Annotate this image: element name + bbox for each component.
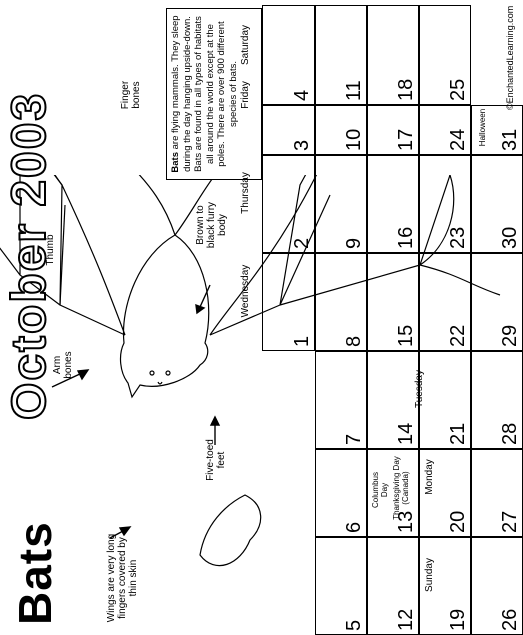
day-cell: 17: [367, 105, 419, 155]
day-cell: 10: [315, 105, 367, 155]
label-arm-bones: Arm bones: [52, 351, 74, 379]
day-cell: 25: [419, 5, 471, 105]
info-text: are flying mammals. They sleep during th…: [170, 15, 239, 172]
day-number: 31: [499, 128, 521, 151]
info-lead: Bats: [170, 152, 181, 173]
label-five-toed-feet: Five-toed feet: [205, 439, 227, 481]
day-number: 18: [395, 78, 417, 101]
page-title: Bats: [9, 521, 61, 625]
day-number: 24: [447, 128, 469, 151]
day-cell: 18: [367, 5, 419, 105]
day-number: 3: [291, 139, 313, 151]
label-finger-bones: Finger bones: [120, 80, 142, 110]
note-halloween: Halloween: [478, 108, 487, 147]
day-number: 11: [343, 80, 365, 101]
info-box: Bats are flying mammals. They sleep duri…: [166, 8, 262, 180]
bat-illustration: [0, 175, 501, 567]
label-wings: Wings are very long fingers covered by t…: [106, 533, 139, 623]
day-cell: 31: [471, 105, 523, 155]
day-cell: 3: [262, 105, 315, 155]
day-cell: 4: [262, 5, 315, 105]
day-number: 17: [395, 128, 417, 151]
label-body: Brown to black furry body: [195, 201, 228, 249]
day-number: 25: [447, 78, 469, 101]
copyright: ©EnchantedLearning.com: [505, 5, 515, 110]
label-thumb: Thumb: [45, 234, 56, 266]
day-number: 4: [291, 89, 313, 101]
day-cell: 11: [315, 5, 367, 105]
day-number: 10: [343, 128, 365, 151]
day-cell: 24: [419, 105, 471, 155]
